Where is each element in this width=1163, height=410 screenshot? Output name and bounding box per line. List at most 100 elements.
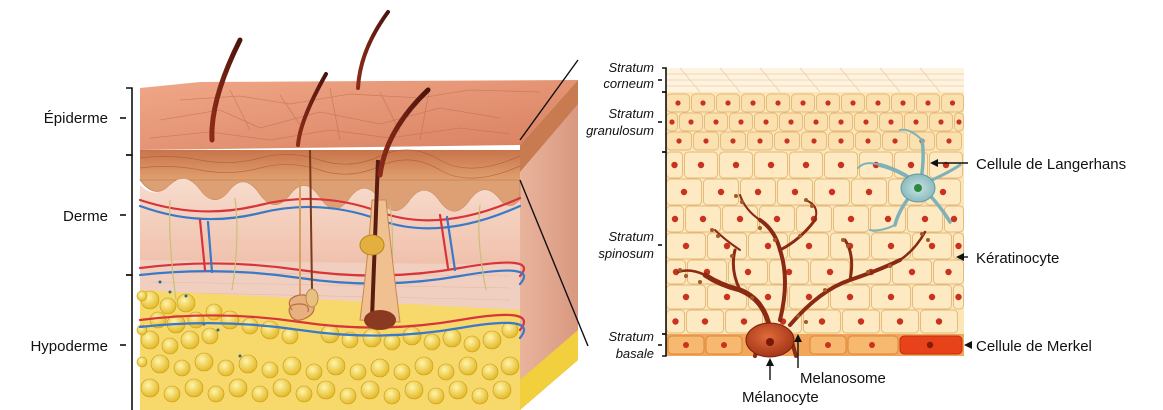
cell-nucleus <box>698 162 704 168</box>
layer-brackets <box>120 88 132 410</box>
cell-nucleus <box>803 162 809 168</box>
cell-nucleus <box>865 138 870 143</box>
svg-text:corneum: corneum <box>603 76 654 91</box>
cell-nucleus <box>838 119 843 124</box>
label-melanosome: Melanosome <box>800 370 886 387</box>
cell-nucleus <box>768 162 774 168</box>
label-keratinocyte: Kératinocyte <box>976 250 1059 267</box>
cell-nucleus <box>683 243 689 249</box>
cell-nucleus <box>683 294 689 300</box>
cell-nucleus <box>945 269 951 275</box>
cell-nucleus <box>730 138 735 143</box>
cell-nucleus <box>955 243 961 249</box>
svg-text:Stratum: Stratum <box>608 106 654 121</box>
stratum-basale-layer <box>666 334 964 356</box>
stratum-basale-label: Stratum basale <box>608 329 654 361</box>
cell-nucleus <box>703 138 708 143</box>
cell-nucleus <box>672 216 678 222</box>
cell-nucleus <box>850 100 855 105</box>
cell-nucleus <box>800 100 805 105</box>
cell-nucleus <box>671 162 677 168</box>
cell-nucleus <box>956 119 961 124</box>
cell-nucleus <box>951 216 957 222</box>
cell-nucleus <box>838 162 844 168</box>
label-derme: Derme <box>63 208 108 225</box>
cell-nucleus <box>888 294 894 300</box>
cell-nucleus <box>788 119 793 124</box>
cell-nucleus <box>813 119 818 124</box>
svg-text:basale: basale <box>616 346 654 361</box>
cell-nucleus <box>672 318 678 324</box>
label-hypoderme: Hypoderme <box>30 338 108 355</box>
cell-nucleus <box>900 100 905 105</box>
svg-text:spinosum: spinosum <box>598 246 654 261</box>
cell-nucleus <box>733 162 739 168</box>
svg-text:Stratum: Stratum <box>608 229 654 244</box>
label-epiderme: Épiderme <box>44 110 108 127</box>
cell-nucleus <box>700 216 706 222</box>
cell-nucleus <box>784 138 789 143</box>
cell-nucleus <box>755 189 761 195</box>
label-langerhans: Cellule de Langerhans <box>976 156 1126 173</box>
cell-nucleus <box>858 318 864 324</box>
cell-nucleus <box>885 216 891 222</box>
cell-nucleus <box>950 100 955 105</box>
cell-nucleus <box>675 100 680 105</box>
cell-nucleus <box>922 216 928 222</box>
cell-nucleus <box>681 189 687 195</box>
svg-text:Stratum: Stratum <box>608 329 654 344</box>
cell-nucleus <box>763 119 768 124</box>
cell-nucleus <box>724 243 730 249</box>
cell-nucleus <box>827 269 833 275</box>
cell-nucleus <box>913 119 918 124</box>
cell-nucleus <box>806 294 812 300</box>
cell-nucleus <box>745 269 751 275</box>
cell-nucleus <box>819 318 825 324</box>
stratum-corneum-layer <box>666 68 964 92</box>
cell-nucleus <box>741 318 747 324</box>
epidermis-closeup <box>666 68 964 357</box>
label-melanocyte: Mélanocyte <box>742 389 819 406</box>
cell-nucleus <box>866 189 872 195</box>
cell-nucleus <box>938 119 943 124</box>
cell-nucleus <box>757 138 762 143</box>
cell-nucleus <box>737 216 743 222</box>
cell-nucleus <box>875 100 880 105</box>
cell-nucleus <box>929 243 935 249</box>
cell-nucleus <box>725 100 730 105</box>
cell-nucleus <box>676 138 681 143</box>
stratum-spinosum-label: Stratum spinosum <box>598 229 654 261</box>
skin-surface <box>140 80 578 150</box>
cell-nucleus <box>825 100 830 105</box>
cell-nucleus <box>909 269 915 275</box>
cell-nucleus <box>724 294 730 300</box>
cell-nucleus <box>863 119 868 124</box>
cell-nucleus <box>806 243 812 249</box>
stratum-granulosum-label: Stratum granulosum <box>586 106 654 138</box>
stratum-corneum-label: Stratum corneum <box>603 60 654 91</box>
cell-nucleus <box>688 119 693 124</box>
cell-nucleus <box>700 100 705 105</box>
cell-nucleus <box>792 189 798 195</box>
cell-nucleus <box>940 189 946 195</box>
cell-nucleus <box>811 138 816 143</box>
cell-nucleus <box>848 216 854 222</box>
cell-nucleus <box>829 189 835 195</box>
cell-nucleus <box>774 216 780 222</box>
cell-nucleus <box>702 318 708 324</box>
cell-nucleus <box>847 294 853 300</box>
cell-nucleus <box>738 119 743 124</box>
cell-nucleus <box>908 162 914 168</box>
strata-brackets <box>658 68 666 356</box>
label-merkel: Cellule de Merkel <box>976 338 1092 355</box>
cell-nucleus <box>925 100 930 105</box>
cell-nucleus <box>946 138 951 143</box>
cell-nucleus <box>929 294 935 300</box>
cell-nucleus <box>775 100 780 105</box>
cell-nucleus <box>765 294 771 300</box>
cell-nucleus <box>955 294 961 300</box>
cell-nucleus <box>892 138 897 143</box>
svg-text:granulosum: granulosum <box>586 123 654 138</box>
cell-nucleus <box>765 243 771 249</box>
